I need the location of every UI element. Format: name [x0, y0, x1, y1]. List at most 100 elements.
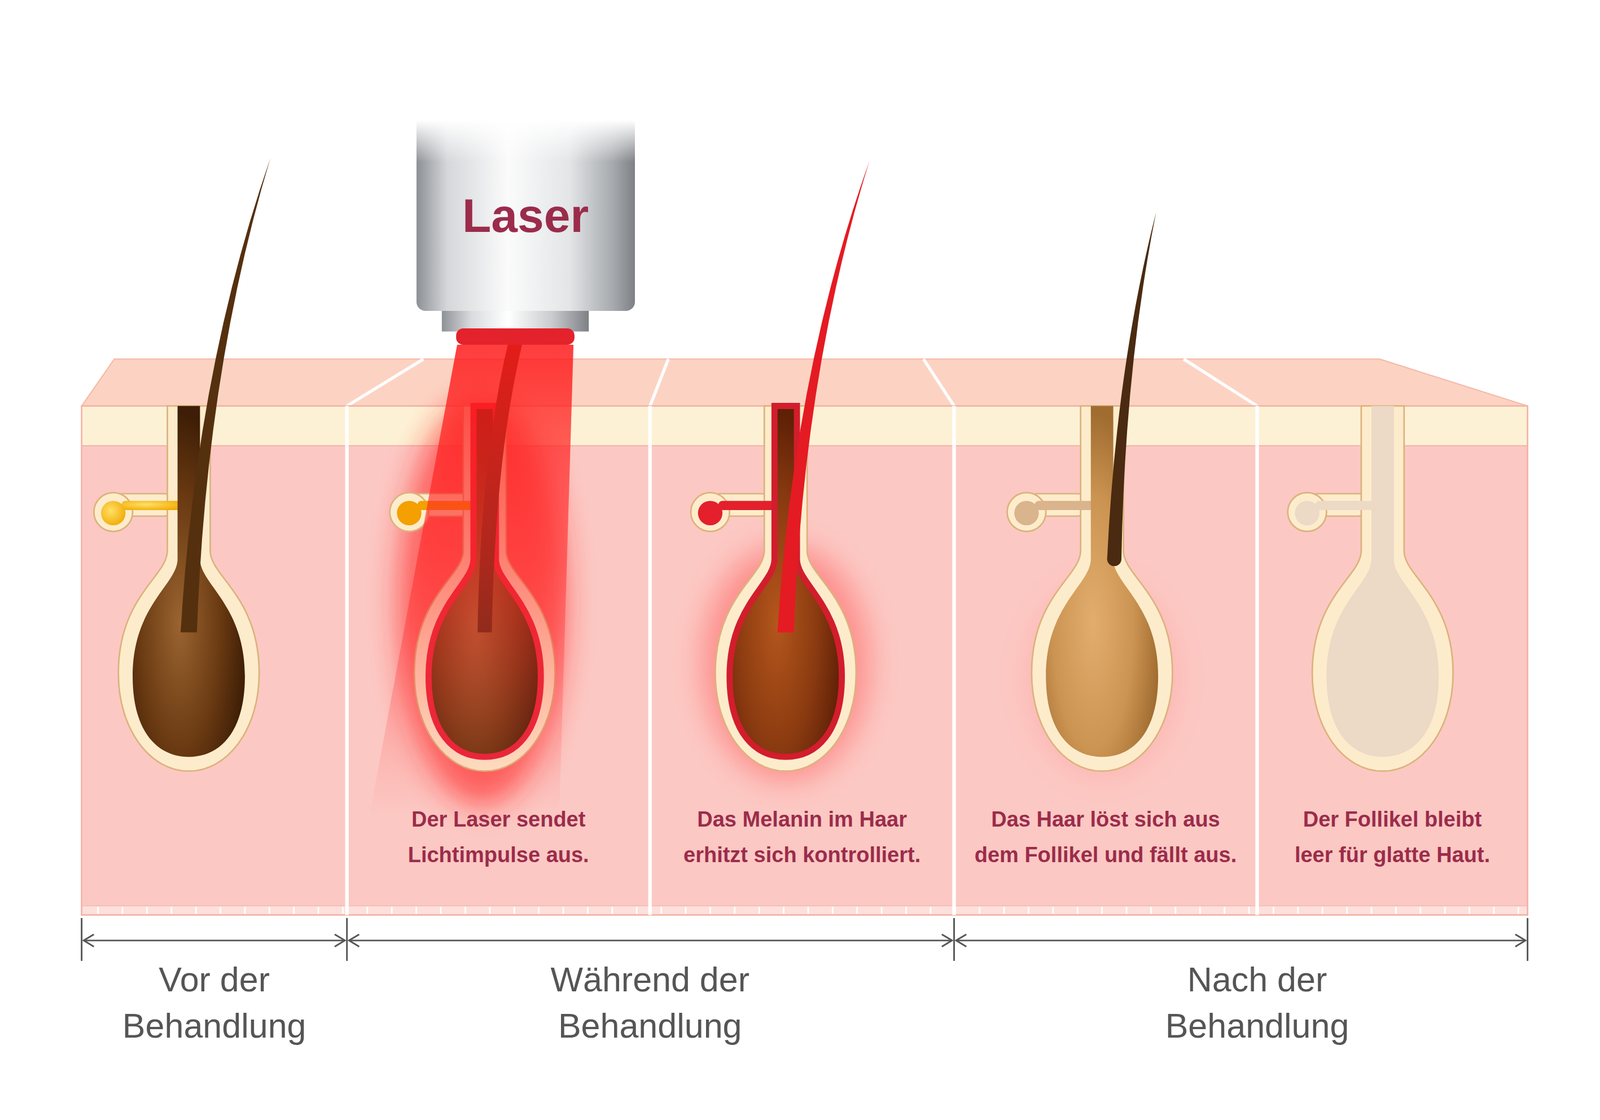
- bracket-line: [83, 939, 345, 942]
- gland-inner: [698, 501, 723, 526]
- strip-cell: [831, 906, 834, 915]
- panel-divider: [345, 406, 349, 916]
- strip-cell: [1027, 906, 1030, 915]
- gland-inner: [1014, 501, 1039, 526]
- strip-cell: [1003, 906, 1006, 915]
- strip-cell: [244, 906, 247, 915]
- sebaceous-gland: [93, 492, 133, 532]
- strip-cell: [513, 906, 516, 915]
- skin-panel: Das Melanin im Haar erhitzt sich kontrol…: [650, 406, 955, 907]
- strip-cell: [856, 906, 858, 915]
- strip-cell: [636, 906, 638, 915]
- strip-cell: [464, 906, 467, 915]
- strip-cell: [170, 906, 173, 915]
- step-caption: Der Follikel bleibt leer für glatte Haut…: [1285, 801, 1500, 874]
- strip-cell: [97, 906, 99, 915]
- strip-cell: [1175, 906, 1177, 915]
- bracket-tick: [953, 918, 955, 962]
- strip-cell: [1052, 906, 1055, 915]
- panel-divider: [1255, 406, 1259, 916]
- strip-cell: [758, 906, 761, 915]
- strip-cell: [1370, 906, 1373, 915]
- strip-cell: [440, 906, 442, 915]
- strip-cell: [1076, 906, 1079, 915]
- bracket-tick: [80, 918, 83, 962]
- strip-cell: [709, 906, 712, 915]
- strip-cell: [317, 906, 320, 915]
- gland-duct-inner: [1315, 501, 1377, 511]
- bracket-line: [956, 939, 1526, 942]
- strip-cell: [611, 906, 613, 915]
- skin-panel: Der Laser sendet Lichtimpulse aus.: [347, 406, 651, 907]
- strip-cell: [219, 906, 222, 915]
- panel-divider: [1183, 358, 1257, 406]
- follicle-bulb: [1326, 406, 1439, 758]
- strip-cell: [930, 906, 932, 915]
- hair-follicle: [690, 406, 857, 772]
- strip-cell: [1248, 906, 1251, 915]
- panel-divider: [923, 358, 954, 406]
- hair-root: [1107, 551, 1122, 567]
- phase-label: Während der Behandlung: [531, 956, 769, 1050]
- hair-shaft: [180, 158, 271, 633]
- strip-cell: [733, 906, 736, 915]
- strip-cell: [905, 906, 907, 915]
- strip-cell: [586, 906, 589, 915]
- strip-cell: [880, 906, 883, 915]
- strip-cell: [1346, 906, 1348, 915]
- phase-label: Nach der Behandlung: [1138, 956, 1376, 1050]
- panel-divider: [347, 358, 424, 406]
- panel-divider: [648, 406, 652, 916]
- gland-duct-inner: [718, 501, 780, 511]
- bracket-arrowhead: [941, 934, 953, 948]
- strip-cell: [342, 906, 344, 915]
- gland-inner: [1294, 501, 1319, 526]
- bracket-arrowhead: [348, 934, 359, 948]
- strip-cell: [391, 906, 393, 915]
- laser-device: Laser: [416, 120, 635, 311]
- hair-follicle: [93, 406, 260, 772]
- strip-cell: [562, 906, 565, 915]
- bracket-arrowhead: [1515, 934, 1526, 948]
- phase-label: Vor der Behandlung: [95, 956, 333, 1050]
- skin-panel: Der Follikel bleibt leer für glatte Haut…: [1257, 406, 1528, 907]
- gland-inner: [101, 501, 126, 526]
- sebaceous-gland: [1007, 492, 1047, 532]
- strip-cell: [1101, 906, 1103, 915]
- device-label: Laser: [462, 191, 589, 240]
- bracket-tick: [345, 918, 348, 962]
- skin-outline: [81, 406, 1528, 916]
- hair-follicle: [1287, 406, 1454, 772]
- strip-cell: [146, 906, 148, 915]
- strip-cell: [807, 906, 810, 915]
- strip-cell: [1444, 906, 1446, 915]
- strip-cell: [1468, 906, 1471, 915]
- hair-shaft: [1107, 212, 1157, 560]
- strip-cell: [1199, 906, 1201, 915]
- strip-cell: [978, 906, 981, 915]
- strip-cell: [415, 906, 418, 915]
- strip-cell: [1321, 906, 1324, 915]
- follicle-bulb: [1045, 406, 1159, 758]
- gland-inner: [396, 501, 422, 526]
- follicle-sheath: [1312, 406, 1454, 772]
- hair-follicle: [1007, 406, 1173, 772]
- strip-cell: [268, 906, 271, 915]
- strip-cell: [660, 906, 663, 915]
- step-caption: Das Haar löst sich aus dem Follikel und …: [968, 801, 1243, 874]
- bracket-arrowhead: [334, 934, 345, 948]
- strip-cell: [1150, 906, 1152, 915]
- follicle-sheath: [1031, 406, 1173, 772]
- bracket-arrowhead: [956, 934, 967, 948]
- laser-beam: [369, 344, 574, 817]
- sebaceous-gland: [690, 492, 730, 532]
- strip-cell: [685, 906, 687, 915]
- bracket-tick: [1526, 918, 1529, 962]
- strip-cell: [1272, 906, 1275, 915]
- strip-cell: [366, 906, 369, 915]
- strip-cell: [489, 906, 492, 915]
- sebaceous-gland: [389, 492, 429, 532]
- strip-cell: [1223, 906, 1226, 915]
